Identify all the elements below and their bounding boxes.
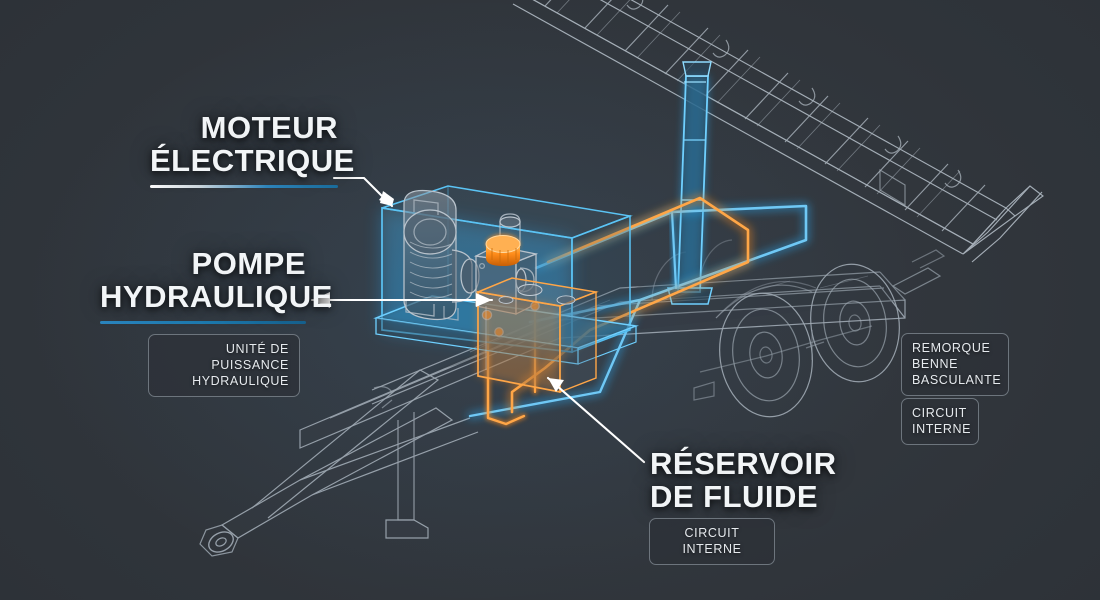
leader-moteur xyxy=(332,176,394,208)
callout-title: MOTEUR ÉLECTRIQUE xyxy=(150,110,355,178)
fluid-reservoir xyxy=(475,277,599,394)
leader-pompe xyxy=(310,292,494,308)
callout-underline xyxy=(100,320,306,324)
callout-pompe-hydraulique: POMPE HYDRAULIQUE xyxy=(100,246,333,324)
badge-circuit-interne-right: CIRCUIT INTERNE xyxy=(901,398,979,445)
leader-reservoir xyxy=(546,376,646,464)
callout-reservoir-de-fluide: RÉSERVOIR DE FLUIDE xyxy=(650,446,890,514)
drawbar xyxy=(199,369,479,557)
callout-title: RÉSERVOIR DE FLUIDE xyxy=(650,446,837,514)
leader-lines xyxy=(310,176,646,464)
tipping-body xyxy=(512,0,1044,263)
electric-motor xyxy=(403,189,480,321)
badge-circuit-interne-bottom: CIRCUIT INTERNE xyxy=(649,518,775,565)
hydraulic-ram xyxy=(667,61,713,305)
wheels xyxy=(651,239,900,418)
callout-underline xyxy=(150,184,338,188)
callout-title: POMPE HYDRAULIQUE xyxy=(100,246,333,314)
callout-moteur-electrique: MOTEUR ÉLECTRIQUE xyxy=(150,110,355,188)
badge-unite-puissance-hydraulique: UNITÉ DE PUISSANCE HYDRAULIQUE xyxy=(148,334,300,397)
badge-remorque-benne-basculante: REMORQUE BENNE BASCULANTE xyxy=(901,333,1009,396)
fill-cap xyxy=(485,234,521,266)
